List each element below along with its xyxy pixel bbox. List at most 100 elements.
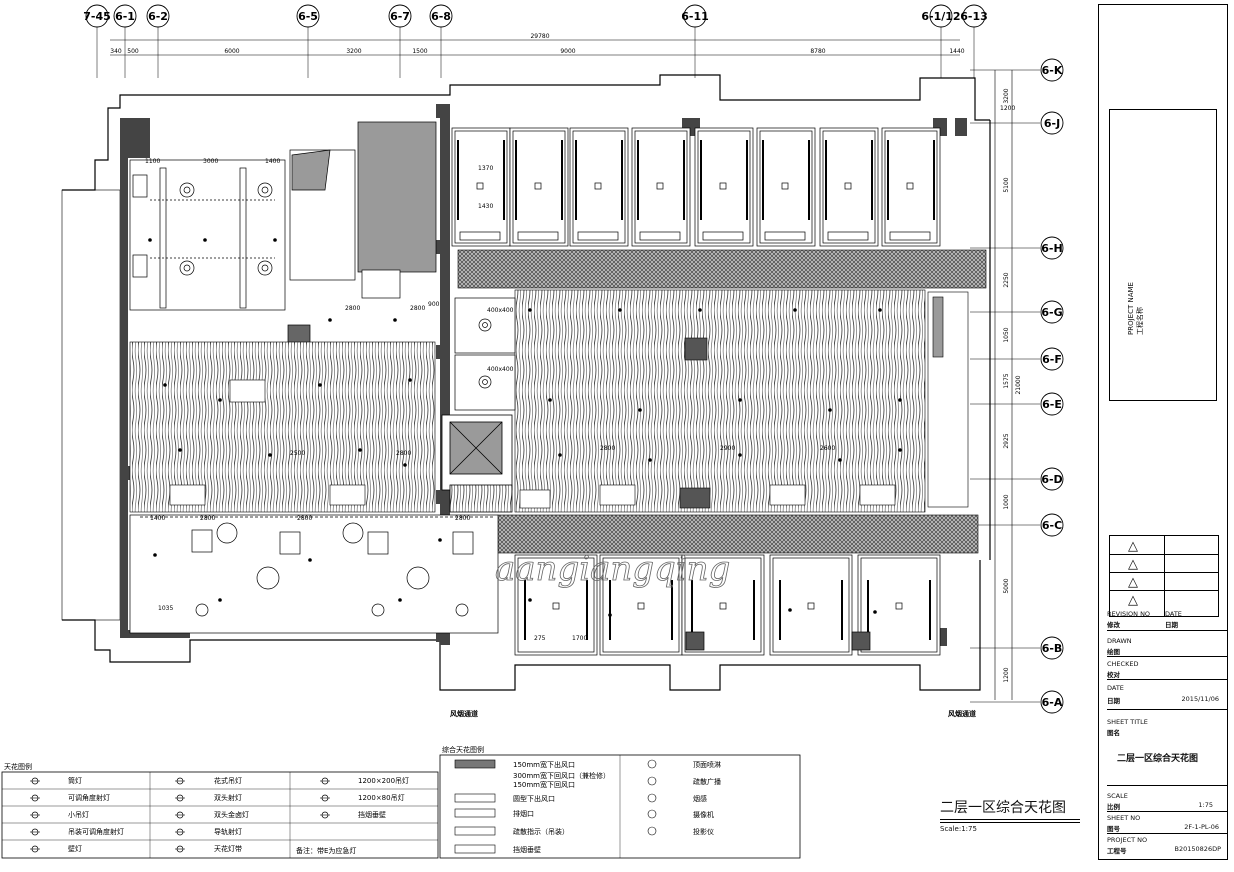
grid-label: 6-A (1042, 696, 1063, 709)
legend-left-item: 天花灯带 (175, 844, 242, 853)
downlight (178, 448, 182, 452)
grid-label: 6-1/12 (921, 10, 960, 23)
downlight (358, 448, 362, 452)
top-dimension: 6000 (224, 48, 239, 55)
project-name-box (1109, 109, 1217, 401)
lower-lobby (129, 514, 499, 634)
upper-left-room (129, 159, 286, 311)
legend-note: 备注：带E为应急灯 (296, 846, 356, 855)
grid-bubble-6-5: 6-5 (296, 4, 320, 78)
downlight (638, 408, 642, 412)
riser-label-right: 风烟通道 (948, 709, 976, 718)
downlight (608, 613, 612, 617)
grid-bubble-6-B: 6-B (970, 636, 1064, 660)
legend-right-item: 疏散广播 (647, 776, 721, 786)
downlight (438, 538, 442, 542)
svg-text:疏散广播: 疏散广播 (693, 777, 721, 786)
legend-right-item: 烟感 (647, 793, 707, 803)
caption-scale: Scale:1:75 (940, 825, 977, 833)
downlight (548, 398, 552, 402)
right-overall-dimension: 21000 (1015, 375, 1022, 394)
plan-dimension: 3000 (203, 158, 218, 165)
legend-right-title: 综合天花图例 (442, 745, 484, 754)
downlight (153, 553, 157, 557)
grid-bubble-6-K: 6-K (970, 58, 1064, 82)
downlight (878, 308, 882, 312)
legend-right-item: 排烟口 (454, 808, 534, 818)
legend-left-item: 小吊灯 (30, 810, 89, 819)
revision-table: △ △ △ △ (1109, 535, 1219, 617)
plan-dimension: 1035 (158, 605, 173, 612)
svg-text:圆型下出风口: 圆型下出风口 (513, 794, 555, 803)
grid-label: 6-H (1041, 242, 1062, 255)
svg-text:投影仪: 投影仪 (693, 827, 714, 836)
svg-text:150mm宽下出风口: 150mm宽下出风口 (513, 760, 575, 769)
top-dimension: 340 (110, 48, 122, 55)
legend-left-item: 可调角度射灯 (30, 793, 110, 802)
grid-label: 6-C (1042, 519, 1062, 532)
right-dimension: 5000 (1003, 578, 1010, 593)
legend-left-item: 双头金卤灯 (175, 810, 249, 819)
plan-dimension: 1100 (145, 158, 160, 165)
downlight (788, 608, 792, 612)
right-dimension: 1575 (1003, 373, 1010, 388)
grid-bubble-6-C: 6-C (970, 513, 1064, 537)
caption-title: 二层一区综合天花图 (940, 800, 1066, 816)
scale-value: 1:75 (1198, 801, 1213, 809)
legend-left-item: 吊装可调角度射灯 (30, 827, 124, 836)
shaft-area (287, 121, 437, 346)
project-no-value: B20150826DP (1174, 845, 1221, 853)
legend-right-item: 顶面喷淋 (647, 759, 721, 769)
top-dimension: 8780 (810, 48, 825, 55)
downlight (618, 308, 622, 312)
office-cell (451, 127, 511, 247)
downlight (203, 238, 207, 242)
grid-bubble-7-45: 7-45 (83, 4, 111, 78)
grid-label: 6-K (1042, 64, 1063, 77)
grid-bubble-6-7: 6-7 (388, 4, 412, 78)
downlight (898, 448, 902, 452)
top-dimension: 9000 (560, 48, 575, 55)
right-dimension: 2925 (1003, 433, 1010, 448)
svg-text:疏散指示（吊装）: 疏散指示（吊装） (513, 827, 569, 836)
grid-bubble-6-G: 6-G (970, 300, 1064, 324)
elevator-shaft (441, 414, 513, 513)
grid-label: 6-F (1042, 353, 1062, 366)
svg-text:1200×200吊灯: 1200×200吊灯 (358, 776, 409, 785)
top-dimension: 1440 (949, 48, 964, 55)
svg-text:筒灯: 筒灯 (68, 776, 82, 785)
plan-dimension: 1700 (572, 635, 587, 642)
grid-bubble-6-A: 6-A (970, 690, 1064, 714)
legend-right-item: 圆型下出风口 (454, 793, 555, 803)
grid-label: 6-E (1042, 398, 1062, 411)
office-cell (631, 127, 691, 247)
downlight (828, 408, 832, 412)
ceiling-legend: 天花图例 筒灯可调角度射灯小吊灯吊装可调角度射灯壁灯花式吊灯双头射灯双头金卤灯导… (1, 762, 439, 859)
office-cell (756, 127, 816, 247)
legend-left-item: 1200×80吊灯 (320, 793, 405, 802)
legend-left-item: 双头射灯 (175, 793, 242, 802)
office-cell (881, 127, 941, 247)
corridor-grille-lower (497, 514, 979, 554)
downlight (738, 453, 742, 457)
grid-label: 6-D (1041, 473, 1062, 486)
grid-label: 6-J (1044, 117, 1060, 130)
right-dimension: 1200 (1003, 667, 1010, 682)
right-dimension: 2250 (1003, 272, 1010, 287)
downlight (528, 598, 532, 602)
legend-left-item: 导轨射灯 (175, 827, 242, 836)
downlight (318, 383, 322, 387)
downlight (403, 463, 407, 467)
plan-dimension: 2500 (290, 450, 305, 457)
wood-ceiling-right (514, 289, 969, 513)
downlight (838, 458, 842, 462)
plan-dimension: 2800 (455, 515, 470, 522)
legend-left-item: 挡烟垂壁 (320, 810, 386, 819)
grid-bubble-6-13: 6-13 (960, 4, 988, 78)
plan-dimension: 900 (428, 301, 440, 308)
plan-dimension: 2800 (410, 305, 425, 312)
legend-left-item: 筒灯 (30, 776, 82, 785)
plan-dimension: 1430 (478, 203, 493, 210)
